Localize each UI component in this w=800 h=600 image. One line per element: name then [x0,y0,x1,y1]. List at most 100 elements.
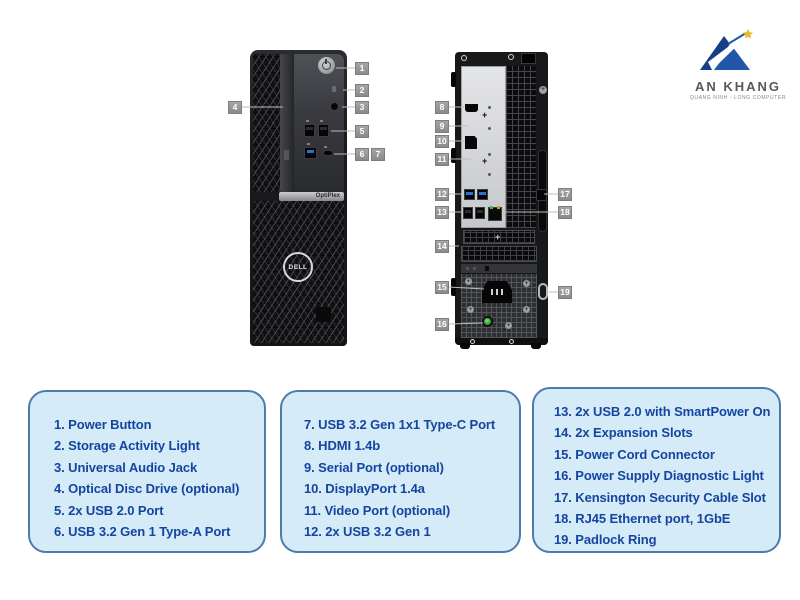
callout-1: 1 [355,62,369,75]
callout-19: 19 [558,286,572,299]
dell-logo: DELL [283,252,313,282]
optical-eject-button [284,150,289,160]
callout-17: 17 [558,188,572,201]
top-latch [521,53,536,64]
legend-item: 7. USB 3.2 Gen 1x1 Type-C Port [304,417,496,432]
callout-6: 6 [355,148,369,161]
rear-side-tab [451,278,456,296]
psu-diagnostic-light [482,316,493,327]
legend-item: 13. 2x USB 2.0 with SmartPower On [554,404,771,419]
legend-item: 2. Storage Activity Light [54,438,200,454]
thumbscrew: + [482,156,488,166]
psu-divider [461,264,537,273]
legend-box-front: 1. Power Button 2. Storage Activity Light… [28,390,266,553]
legend-box-rear-top: 7. USB 3.2 Gen 1x1 Type-C Port 8. HDMI 1.… [280,390,521,553]
screw-hole [488,153,491,156]
displayport [465,136,477,149]
legend-item: 15. Power Cord Connector [554,446,715,462]
serial-port-hole [488,127,491,130]
legend-item: 18. RJ45 Ethernet port, 1GbE [554,511,731,527]
screw: + [465,278,472,285]
callout-16: 16 [435,318,449,331]
power-button [318,57,335,74]
usb2-port-2 [318,124,329,137]
callout-12: 12 [435,188,449,201]
rear-io-panel: + + [461,66,506,228]
callout-7: 7 [371,148,385,161]
optical-disc-drive [280,54,294,192]
foot [531,343,541,349]
padlock-ring [538,283,548,300]
rear-usb3-port-2 [477,189,488,200]
foot [460,343,470,349]
screw: + [505,322,512,329]
callout-9: 9 [435,120,449,133]
brand-logo: AN KHANG QUANG NINH - LONG COMPUTER [678,28,798,101]
front-tower-illustration: OptiPlex DELL [250,50,347,346]
rear-side-tab [451,72,456,87]
legend-item: 5. 2x USB 2.0 Port [54,502,164,518]
legend-item: 10. DisplayPort 1.4a [304,481,425,497]
legend-item: 17. Kensington Security Cable Slot [554,489,766,505]
screw-hole [488,173,491,176]
rear-usb3-port-1 [464,189,475,200]
legend-item: 3. Universal Audio Jack [54,459,198,475]
callout-18: 18 [558,206,572,219]
legend-item: 9. Serial Port (optional) [304,459,444,475]
brand-tagline: QUANG NINH - LONG COMPUTER [689,95,787,101]
rear-usb2-port-2 [475,207,485,219]
callout-2: 2 [355,84,369,97]
power-icon [322,59,331,70]
legend-item: 11. Video Port (optional) [304,502,451,518]
expansion-slot-1 [463,230,535,244]
callout-14: 14 [435,240,449,253]
rear-bottom-frame [455,338,548,345]
legend-item: 14. 2x Expansion Slots [554,425,693,441]
screw [509,339,514,344]
rear-tower-illustration: + + + + + + [451,52,548,349]
optiplex-badge: OptiPlex [279,192,344,201]
kensington-slot [536,189,547,201]
legend-box-rear-bottom: 13. 2x USB 2.0 with SmartPower On 14. 2x … [532,387,781,553]
screw-hole [488,106,491,109]
legend-item: 1. Power Button [54,417,152,432]
rear-usb2-port-1 [463,207,473,219]
legend-item: 8. HDMI 1.4b [304,438,381,454]
expansion-slot-2 [461,246,537,262]
ethernet-port [488,206,502,221]
callout-15: 15 [435,281,449,294]
screw: + [523,306,530,313]
callout-5: 5 [355,125,369,138]
rear-vent-grille [506,66,536,228]
an-khang-logo-icon [700,29,753,70]
legend-item: 19. Padlock Ring [554,532,657,548]
legend-item: 4. Optical Disc Drive (optional) [54,481,240,497]
storage-activity-light [332,86,336,92]
usb-type-c-port [323,150,333,156]
legend-item: 16. Power Supply Diagnostic Light [554,468,764,484]
callout-10: 10 [435,135,449,148]
slot-screw: + [495,232,501,242]
legend-item: 6. USB 3.2 Gen 1 Type-A Port [54,524,231,540]
side-screw: + [539,86,547,94]
front-vents-top [253,54,280,192]
screw [508,54,514,60]
front-badge-square [316,307,331,322]
thumbscrew: + [482,110,488,120]
usb3-type-a-port [304,147,317,159]
audio-jack [329,101,340,112]
screw: + [523,280,530,287]
front-io-panel [294,54,344,192]
screw: + [467,306,474,313]
callout-4: 4 [228,101,242,114]
callout-3: 3 [355,101,369,114]
hdmi-port [465,104,478,112]
power-cord-connector [482,281,512,303]
rear-side-tab [451,148,456,163]
screw [470,339,475,344]
legend-item: 12. 2x USB 3.2 Gen 1 [304,524,431,540]
usb2-port-1 [304,124,315,137]
psu-panel: + + + + + [461,274,537,338]
screw [461,55,467,61]
